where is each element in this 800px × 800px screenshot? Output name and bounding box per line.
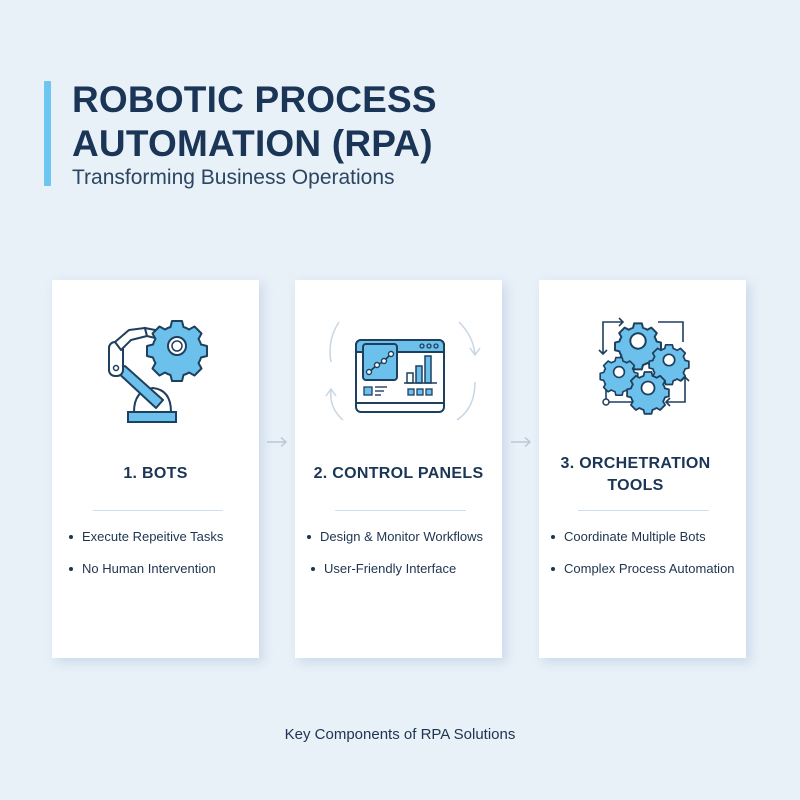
bullet-item: Design & Monitor Workflows <box>307 529 483 545</box>
title-line-1: ROBOTIC PROCESS <box>72 79 437 120</box>
dashboard-cycle-icon <box>295 310 502 460</box>
robot-arm-gear-icon <box>52 310 259 460</box>
card-title: 1. BOTS <box>123 465 188 482</box>
bullet-item: Coordinate Multiple Bots <box>551 529 735 545</box>
bullet-item: Execute Repeitive Tasks <box>69 529 223 545</box>
title-line-2: AUTOMATION (RPA) <box>72 123 433 164</box>
bullet-list: Coordinate Multiple Bots Complex Process… <box>551 529 735 593</box>
footer-caption: Key Components of RPA Solutions <box>284 726 516 743</box>
arrow-right-icon <box>267 436 288 448</box>
card-title: 2. CONTROL PANELS <box>313 465 484 482</box>
card-control-panels: 2. CONTROL PANELS Design & Monitor Workf… <box>295 280 502 658</box>
card-bots: 1. BOTS Execute Repeitive Tasks No Human… <box>52 280 259 658</box>
title-accent-bar <box>44 81 51 186</box>
card-title: 3. ORCHETRATION TOOLS <box>560 455 711 494</box>
bullet-item: Complex Process Automation <box>551 561 735 577</box>
orchestration-gears-icon <box>539 310 746 460</box>
card-orchestration-tools: 3. ORCHETRATION TOOLS Coordinate Multipl… <box>539 280 746 658</box>
page-subtitle: Transforming Business Operations <box>72 166 395 189</box>
card-divider <box>93 510 223 511</box>
bullet-item: User-Friendly Interface <box>311 561 483 577</box>
bullet-list: Design & Monitor Workflows User-Friendly… <box>307 529 483 593</box>
card-divider <box>335 510 466 511</box>
card-divider <box>578 510 709 511</box>
arrow-right-icon <box>511 436 532 448</box>
bullet-list: Execute Repeitive Tasks No Human Interve… <box>69 529 223 593</box>
page-title: ROBOTIC PROCESS AUTOMATION (RPA) <box>72 78 492 166</box>
bullet-item: No Human Intervention <box>69 561 223 577</box>
